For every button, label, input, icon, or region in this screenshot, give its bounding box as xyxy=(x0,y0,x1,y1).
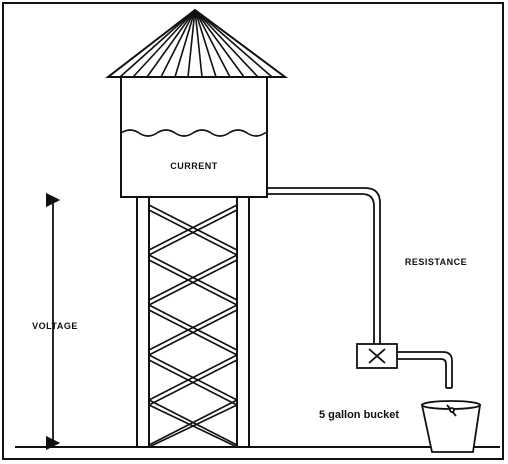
tower-lattice xyxy=(148,204,238,448)
bucket-label: 5 gallon bucket xyxy=(319,409,399,421)
voltage-label: VOLTAGE xyxy=(32,321,78,331)
spout-pipe xyxy=(397,351,453,389)
water-surface xyxy=(120,129,266,137)
water-tank xyxy=(120,76,268,198)
tower-roof xyxy=(105,8,289,78)
resistance-label: RESISTANCE xyxy=(405,257,467,267)
current-label: CURRENT xyxy=(170,161,218,171)
tower-legs xyxy=(136,197,250,447)
outlet-pipe xyxy=(267,187,381,344)
bucket xyxy=(420,400,482,453)
valve xyxy=(356,343,398,369)
